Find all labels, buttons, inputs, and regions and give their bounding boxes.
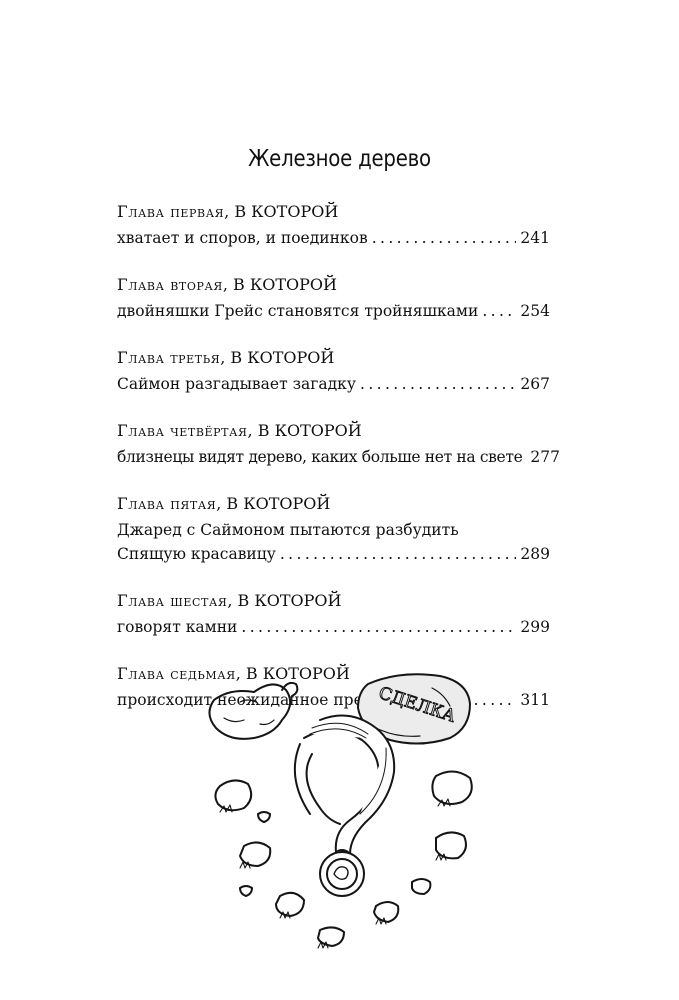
chapter-heading-label: Глава пятая: [117, 494, 217, 513]
stone-icon: [275, 891, 305, 917]
chapter-description: говорят камни: [117, 618, 238, 636]
chapter-heading-label: Глава седьмая: [117, 664, 236, 683]
chapter-description: близнецы видят дерево, каких больше нет …: [117, 448, 523, 466]
medal-ribbon-icon: [293, 714, 396, 855]
chapter-heading-suffix: , В КОТОРОЙ: [220, 348, 335, 367]
chapter-description: Саймон разгадывает загадку: [117, 375, 356, 393]
dot-leader: ........................................…: [371, 229, 517, 247]
toc-line: близнецы видят дерево, каких больше нет …: [117, 444, 560, 468]
toc-entry-1[interactable]: Глава первая, В КОТОРОЙ хватает и споров…: [117, 202, 550, 249]
chapter-heading-label: Глава вторая: [117, 275, 223, 294]
stone-icon: [411, 878, 432, 895]
chapter-heading: Глава седьмая, В КОТОРОЙ: [117, 664, 550, 687]
chapter-heading-label: Глава первая: [117, 202, 225, 221]
toc-line: говорят камни...........................…: [117, 614, 550, 638]
chapter-heading-label: Глава шестая: [117, 591, 228, 610]
chapter-heading: Глава шестая, В КОТОРОЙ: [117, 591, 550, 614]
chapter-heading-suffix: , В КОТОРОЙ: [222, 275, 337, 294]
stone-icon: [373, 901, 400, 923]
stone-icon: [214, 779, 253, 812]
page-number: 289: [520, 545, 550, 563]
page-number: 254: [520, 302, 550, 320]
toc-entry-3[interactable]: Глава третья, В КОТОРОЙ Саймон разгадыва…: [117, 348, 550, 395]
chapter-heading: Глава первая, В КОТОРОЙ: [117, 202, 550, 225]
chapter-description: Джаред с Саймоном пытаются разбудить: [117, 521, 459, 539]
toc-entry-6[interactable]: Глава шестая, В КОТОРОЙ говорят камни...…: [117, 591, 550, 638]
chapter-heading: Глава вторая, В КОТОРОЙ: [117, 275, 550, 298]
toc-line: двойняшки Грейс становятся тройняшками..…: [117, 298, 550, 322]
toc-line: Джаред с Саймоном пытаются разбудить: [117, 517, 550, 541]
chapter-heading-suffix: , В КОТОРОЙ: [216, 494, 331, 513]
toc-line: Саймон разгадывает загадку..............…: [117, 371, 550, 395]
chapter-description: хватает и споров, и поединков: [117, 229, 368, 247]
chapter-heading-suffix: , В КОТОРОЙ: [235, 664, 350, 683]
toc-entry-4[interactable]: Глава четвёртая, В КОТОРОЙ близнецы видя…: [117, 421, 560, 468]
chapter-heading-suffix: , В КОТОРОЙ: [227, 591, 342, 610]
chapter-description: двойняшки Грейс становятся тройняшками: [117, 302, 479, 320]
page-number: 241: [520, 229, 550, 247]
page-number: 299: [520, 618, 550, 636]
grass-icon: [219, 798, 451, 949]
chapter-heading: Глава третья, В КОТОРОЙ: [117, 348, 550, 371]
dot-leader: ........................................…: [241, 618, 517, 636]
dot-leader: ........................................…: [279, 545, 517, 563]
chapter-heading: Глава четвёртая, В КОТОРОЙ: [117, 421, 550, 444]
toc-entry-2[interactable]: Глава вторая, В КОТОРОЙ двойняшки Грейс …: [117, 275, 550, 322]
bag-stone-icon: [208, 681, 299, 740]
page-number: 311: [520, 691, 550, 709]
chapter-heading: Глава пятая, В КОТОРОЙ: [117, 494, 550, 517]
toc-entry-5[interactable]: Глава пятая, В КОТОРОЙ Джаред с Саймоном…: [117, 494, 550, 565]
dot-leader: ........................................…: [360, 375, 517, 393]
chapter-heading-suffix: , В КОТОРОЙ: [224, 202, 339, 221]
stone-with-text-icon: СДЕЛКА: [357, 673, 471, 745]
stone-icon: [257, 811, 271, 823]
medal-and-stones-illustration: СДЕЛКА: [208, 673, 473, 949]
stone-icon: [431, 770, 473, 805]
toc-line: Спящую красавицу........................…: [117, 541, 550, 565]
chapter-heading-suffix: , В КОТОРОЙ: [247, 421, 362, 440]
chapter-heading-label: Глава третья: [117, 348, 221, 367]
stone-icon: [435, 831, 467, 860]
stone-icon: [239, 841, 272, 867]
chapter-heading-label: Глава четвёртая: [117, 421, 248, 440]
stone-icon: [239, 885, 253, 897]
toc-line: хватает и споров, и поединков...........…: [117, 225, 550, 249]
table-of-contents: Глава первая, В КОТОРОЙ хватает и споров…: [117, 202, 560, 737]
dot-leader: ........................................…: [456, 691, 516, 709]
page-number: 277: [530, 448, 561, 466]
chapter-description: Спящую красавицу: [117, 545, 276, 563]
section-title: Железное дерево: [248, 146, 431, 172]
dot-leader: ........................................…: [482, 302, 516, 320]
medal-icon: [319, 849, 365, 897]
page-number: 267: [520, 375, 550, 393]
